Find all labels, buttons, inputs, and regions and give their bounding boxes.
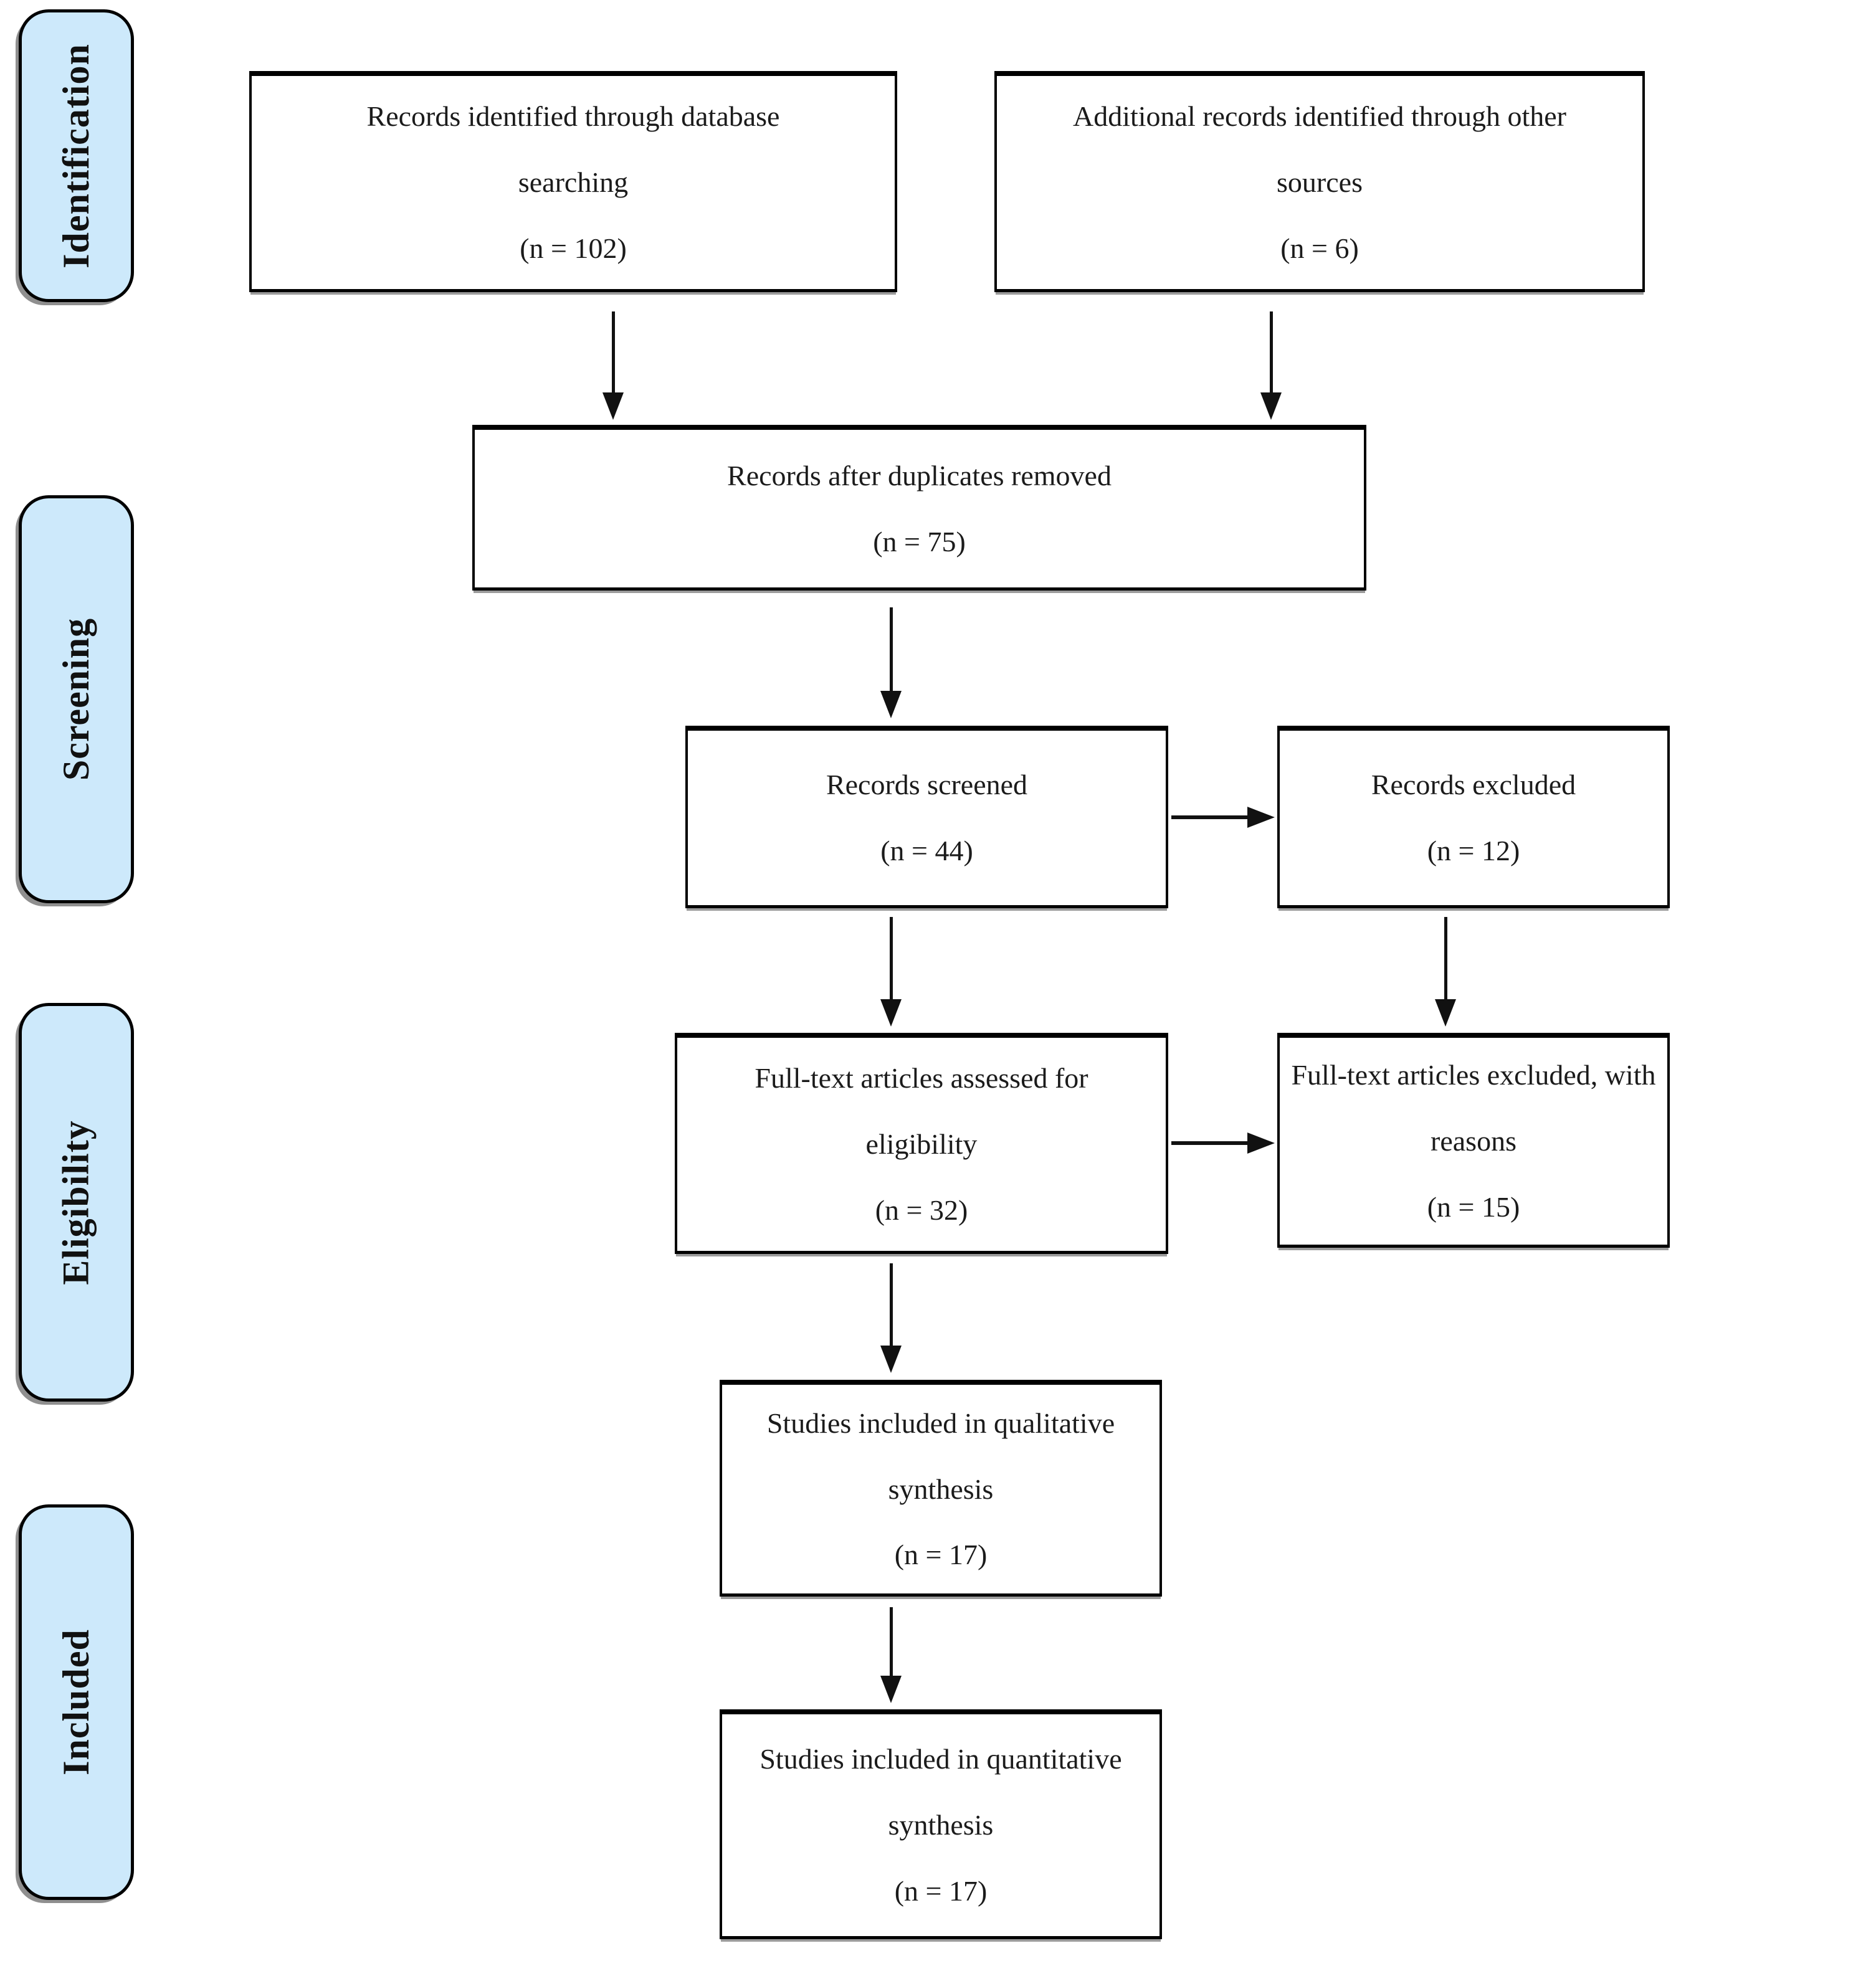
box-count-label: (n = 6) [1280,232,1359,264]
arrow-head-icon [1260,392,1282,420]
box-text-line: Studies included in qualitative [766,1407,1115,1439]
arrow-head-icon [880,691,902,718]
box-count-label: (n = 17) [894,1539,988,1571]
arrow-stem [1444,917,1447,1000]
box-text-line: Studies included in quantitative [759,1743,1122,1775]
arrow-head-icon [880,1346,902,1373]
arrow-head-icon [1435,999,1456,1027]
box-text-line: searching [518,166,629,199]
arrow-stem [890,917,893,1000]
arrow-stem [1270,311,1273,394]
arrow-stem [890,1263,893,1347]
box-text-line: Records excluded [1371,769,1576,801]
box-text-line: reasons [1431,1125,1517,1157]
box-count-label: (n = 15) [1427,1190,1520,1223]
box-records-screened: Records screened (n = 44) [685,726,1168,908]
box-count-label: (n = 17) [894,1874,988,1907]
box-text-line: Records identified through database [366,100,780,133]
arrow-stem [890,607,893,692]
box-fulltext-assessed: Full-text articles assessed for eligibil… [675,1033,1168,1254]
stage-eligibility: Eligibility [19,1003,134,1402]
box-text-line: Additional records identified through ot… [1072,100,1567,133]
box-count-label: (n = 32) [875,1194,968,1226]
box-qualitative-synthesis: Studies included in qualitative synthesi… [720,1380,1162,1597]
box-text-line: synthesis [888,1809,994,1841]
box-count-label: (n = 44) [880,835,973,867]
arrow-head-icon [880,1676,902,1703]
stage-included-label: Included [55,1629,97,1775]
stage-identification: Identification [19,9,134,302]
arrow-head-icon [602,392,624,420]
box-text-line: synthesis [888,1473,994,1505]
arrow-head-icon [1247,807,1275,828]
arrow-head-icon [880,999,902,1027]
stage-identification-label: Identification [55,43,97,268]
stage-eligibility-label: Eligibility [55,1119,97,1285]
box-fulltext-excluded: Full-text articles excluded, with reason… [1277,1033,1670,1248]
stage-included: Included [19,1504,134,1900]
arrow-stem [1171,815,1249,819]
box-count-label: (n = 75) [873,525,966,558]
box-text-line: sources [1277,166,1363,199]
arrow-head-icon [1247,1132,1275,1154]
box-records-identified-database: Records identified through database sear… [249,71,897,292]
stage-screening: Screening [19,495,134,903]
arrow-stem [1171,1141,1249,1145]
arrow-stem [612,311,615,394]
stage-screening-label: Screening [55,617,97,781]
box-count-label: (n = 12) [1427,835,1520,867]
box-text-line: Full-text articles excluded, with [1291,1059,1656,1091]
arrow-stem [890,1607,893,1677]
box-text-line: eligibility [865,1128,978,1161]
box-count-label: (n = 102) [520,232,627,264]
box-quantitative-synthesis: Studies included in quantitative synthes… [720,1709,1162,1939]
box-records-after-duplicates-removed: Records after duplicates removed (n = 75… [472,425,1366,591]
box-text-line: Records screened [826,769,1028,801]
box-text-line: Full-text articles assessed for [755,1062,1088,1094]
box-text-line: Records after duplicates removed [727,459,1112,491]
box-additional-records-other-sources: Additional records identified through ot… [994,71,1645,292]
box-records-excluded: Records excluded (n = 12) [1277,726,1670,908]
